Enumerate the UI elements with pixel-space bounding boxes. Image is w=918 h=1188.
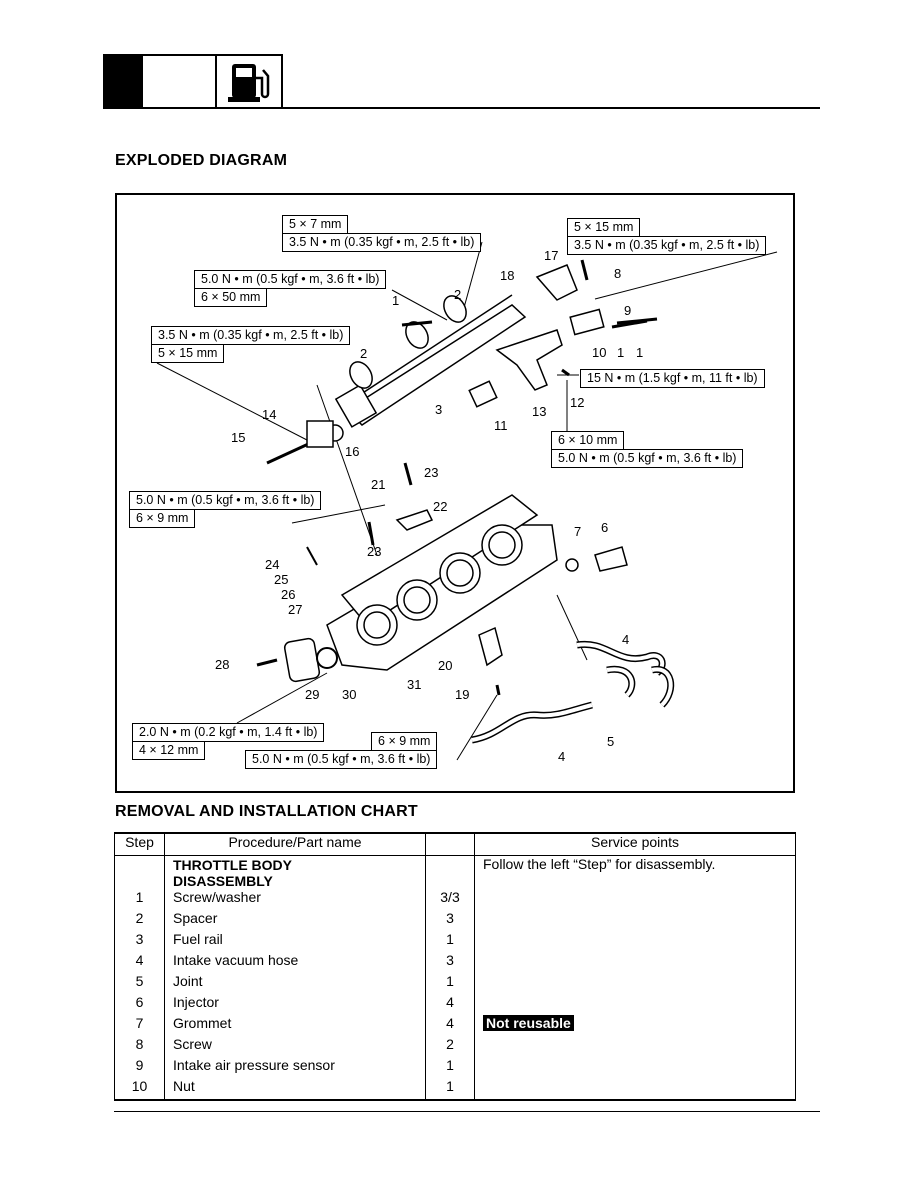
- spec-box-10: 15 N • m (1.5 kgf • m, 11 ft • lb): [580, 369, 765, 388]
- procedure-heading-line1: THROTTLE BODY: [173, 857, 292, 873]
- callout-25: 25: [274, 572, 289, 587]
- callout-19: 19: [455, 687, 470, 702]
- callout-24: 24: [265, 557, 280, 572]
- callout-4b: 4: [558, 749, 566, 764]
- callout-13: 13: [532, 404, 547, 419]
- callout-11: 11: [494, 418, 508, 433]
- diagram-frame: 5 × 7 mm 3.5 N • m (0.35 kgf • m, 2.5 ft…: [115, 193, 795, 793]
- spec-box-19: 6 × 9 mm 5.0 N • m (0.5 kgf • m, 3.6 ft …: [245, 732, 438, 769]
- callout-26: 26: [281, 587, 296, 602]
- footer-rule: [114, 1111, 820, 1112]
- spec-box-21: 5.0 N • m (0.5 kgf • m, 3.6 ft • lb) 6 ×…: [129, 491, 322, 528]
- header-rule: [283, 107, 820, 109]
- spec-box-12: 6 × 10 mm 5.0 N • m (0.5 kgf • m, 3.6 ft…: [551, 431, 744, 468]
- callout-21: 21: [371, 477, 386, 492]
- callout-23b: 23: [367, 544, 382, 559]
- removal-installation-table: Step Procedure/Part name Service points …: [114, 832, 796, 1101]
- callout-1c: 1: [636, 345, 644, 360]
- header-part-name: Procedure/Part name: [164, 832, 426, 856]
- callout-28: 28: [215, 657, 230, 672]
- header-step: Step: [114, 832, 165, 856]
- spec-box-1: 5.0 N • m (0.5 kgf • m, 3.6 ft • lb) 6 ×…: [194, 270, 387, 307]
- callout-31: 31: [407, 677, 422, 692]
- table-header-row: Step Procedure/Part name Service points: [114, 832, 796, 856]
- callout-18: 18: [500, 268, 515, 283]
- callout-1a: 1: [392, 293, 400, 308]
- callout-6: 6: [601, 520, 609, 535]
- header-service-points: Service points: [474, 832, 796, 856]
- callout-1b: 1: [617, 345, 625, 360]
- procedure-heading-line2: DISASSEMBLY: [173, 873, 273, 889]
- table-row: THROTTLE BODY DISASSEMBLY Follow the lef…: [114, 855, 796, 889]
- callout-12: 12: [570, 395, 585, 410]
- not-reusable-badge: Not reusable: [483, 1015, 574, 1031]
- callout-10: 10: [592, 345, 607, 360]
- callout-9: 9: [624, 303, 632, 318]
- callout-14: 14: [262, 407, 277, 422]
- spec-box-28: 2.0 N • m (0.2 kgf • m, 1.4 ft • lb) 4 ×…: [132, 723, 325, 760]
- procedure-heading-service: Follow the left “Step” for disassembly.: [474, 855, 796, 889]
- callout-7: 7: [574, 524, 582, 539]
- callout-3: 3: [435, 402, 443, 417]
- callout-17: 17: [544, 248, 559, 263]
- callout-30: 30: [342, 687, 357, 702]
- spec-box-14: 3.5 N • m (0.35 kgf • m, 2.5 ft • lb) 5 …: [151, 326, 351, 363]
- header-black-tab: [103, 54, 143, 109]
- callout-15: 15: [231, 430, 246, 445]
- fuel-pump-icon: [228, 64, 270, 102]
- spec-box-17: 5 × 7 mm 3.5 N • m (0.35 kgf • m, 2.5 ft…: [282, 215, 482, 252]
- header-icon-box: [215, 54, 283, 109]
- callout-5: 5: [607, 734, 615, 749]
- callout-16: 16: [345, 444, 360, 459]
- callout-29: 29: [305, 687, 320, 702]
- callout-2a: 2: [454, 287, 462, 302]
- header-qty: [425, 832, 475, 856]
- chart-title: REMOVAL AND INSTALLATION CHART: [115, 803, 418, 820]
- callout-20: 20: [438, 658, 453, 673]
- callout-22: 22: [433, 499, 448, 514]
- callout-2b: 2: [360, 346, 368, 361]
- header-blank-box: [143, 54, 215, 109]
- callout-8: 8: [614, 266, 622, 281]
- callout-23a: 23: [424, 465, 439, 480]
- callout-27: 27: [288, 602, 303, 617]
- spec-box-8: 5 × 15 mm 3.5 N • m (0.35 kgf • m, 2.5 f…: [567, 218, 767, 255]
- throttle-body-illustration: [156, 241, 778, 761]
- diagram-title: EXPLODED DIAGRAM: [115, 152, 288, 169]
- callout-4a: 4: [622, 632, 630, 647]
